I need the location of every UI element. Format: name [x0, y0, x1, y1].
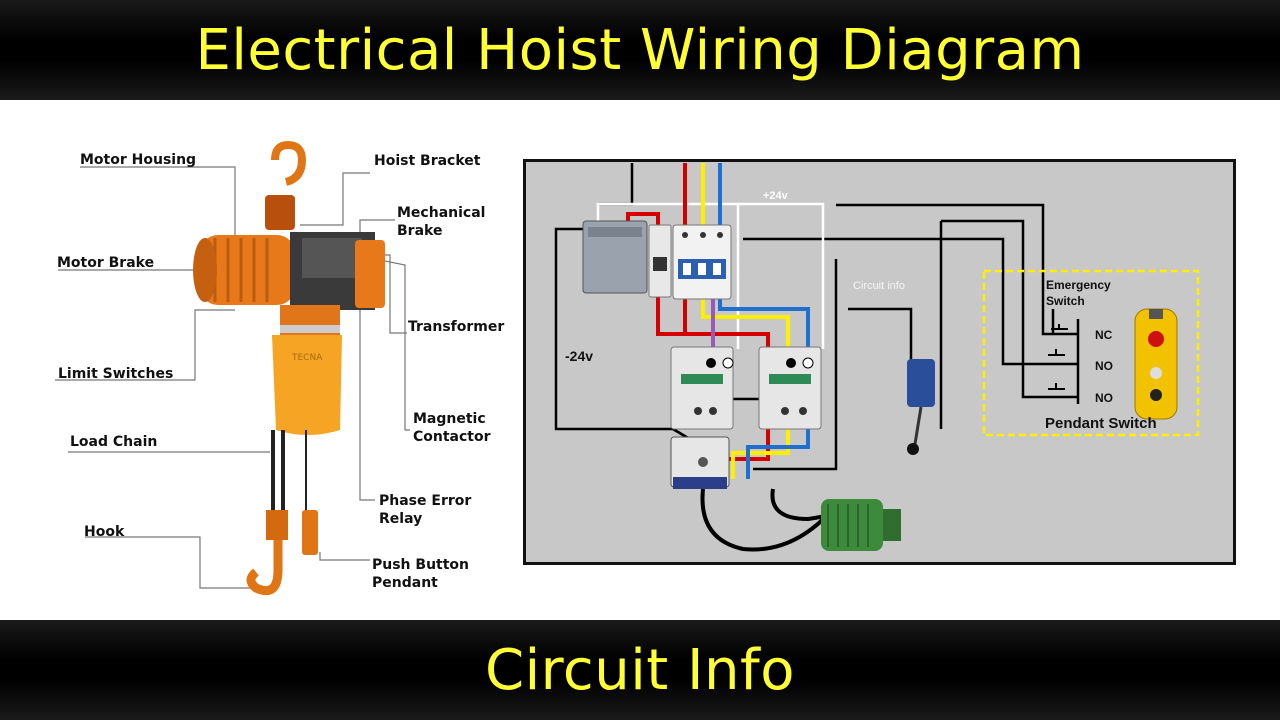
label-no-2: NO: [1095, 391, 1113, 405]
label-motor-brake: Motor Brake: [57, 255, 154, 271]
label-emergency-line1: Emergency: [1046, 278, 1111, 292]
label-plus-24v: +24v: [763, 190, 789, 202]
label-magnetic-contactor-line1: Magnetic: [413, 411, 486, 427]
label-hook: Hook: [84, 524, 125, 540]
limit-switch: [907, 359, 935, 455]
hoist-body: TECNA: [193, 140, 385, 596]
footer-title: Circuit Info: [484, 637, 796, 703]
label-magnetic-contactor-line2: Contactor: [413, 429, 491, 445]
svg-text:TECNA: TECNA: [291, 353, 323, 363]
label-pendant-switch: Pendant Switch: [1045, 415, 1157, 432]
plus24v-wires: [596, 202, 825, 349]
pendant-area: [982, 269, 1200, 437]
label-push-button-pendant-line2: Pendant: [372, 575, 438, 591]
motor: [821, 499, 901, 551]
label-nc: NC: [1095, 328, 1113, 342]
label-phase-error-relay-line2: Relay: [379, 511, 422, 527]
wiring-schematic: +24v -24v Circuit info Emergency Switch …: [523, 159, 1236, 565]
label-load-chain: Load Chain: [70, 434, 157, 450]
label-mechanical-brake-line1: Mechanical: [397, 205, 485, 221]
label-push-button-pendant-line1: Push Button: [372, 557, 469, 573]
label-transformer: Transformer: [408, 319, 504, 335]
contactor-right: [758, 346, 822, 430]
pendant-control: [1134, 308, 1178, 420]
label-mechanical-brake-line2: Brake: [397, 223, 442, 239]
label-motor-housing: Motor Housing: [80, 152, 196, 168]
label-no-1: NO: [1095, 359, 1113, 373]
power-supply: [582, 220, 648, 294]
label-emergency-line2: Switch: [1046, 294, 1085, 308]
watermark-text: Circuit info: [853, 280, 905, 292]
phase-error-relay: [670, 436, 730, 489]
footer-bar: Circuit Info: [0, 620, 1280, 720]
contactor-left: [670, 346, 734, 430]
hoist-illustration: TECNA Motor Housing Hoist Bracket Mechan…: [55, 140, 504, 596]
phase-wires: [626, 163, 810, 479]
header-bar: Electrical Hoist Wiring Diagram: [0, 0, 1280, 100]
pendant-contacts: [1048, 324, 1068, 390]
label-phase-error-relay-line1: Phase Error: [379, 493, 471, 509]
label-hoist-bracket: Hoist Bracket: [374, 153, 481, 169]
label-minus-24v: -24v: [565, 348, 593, 364]
page-title: Electrical Hoist Wiring Diagram: [195, 17, 1085, 83]
label-limit-switches: Limit Switches: [58, 366, 173, 382]
